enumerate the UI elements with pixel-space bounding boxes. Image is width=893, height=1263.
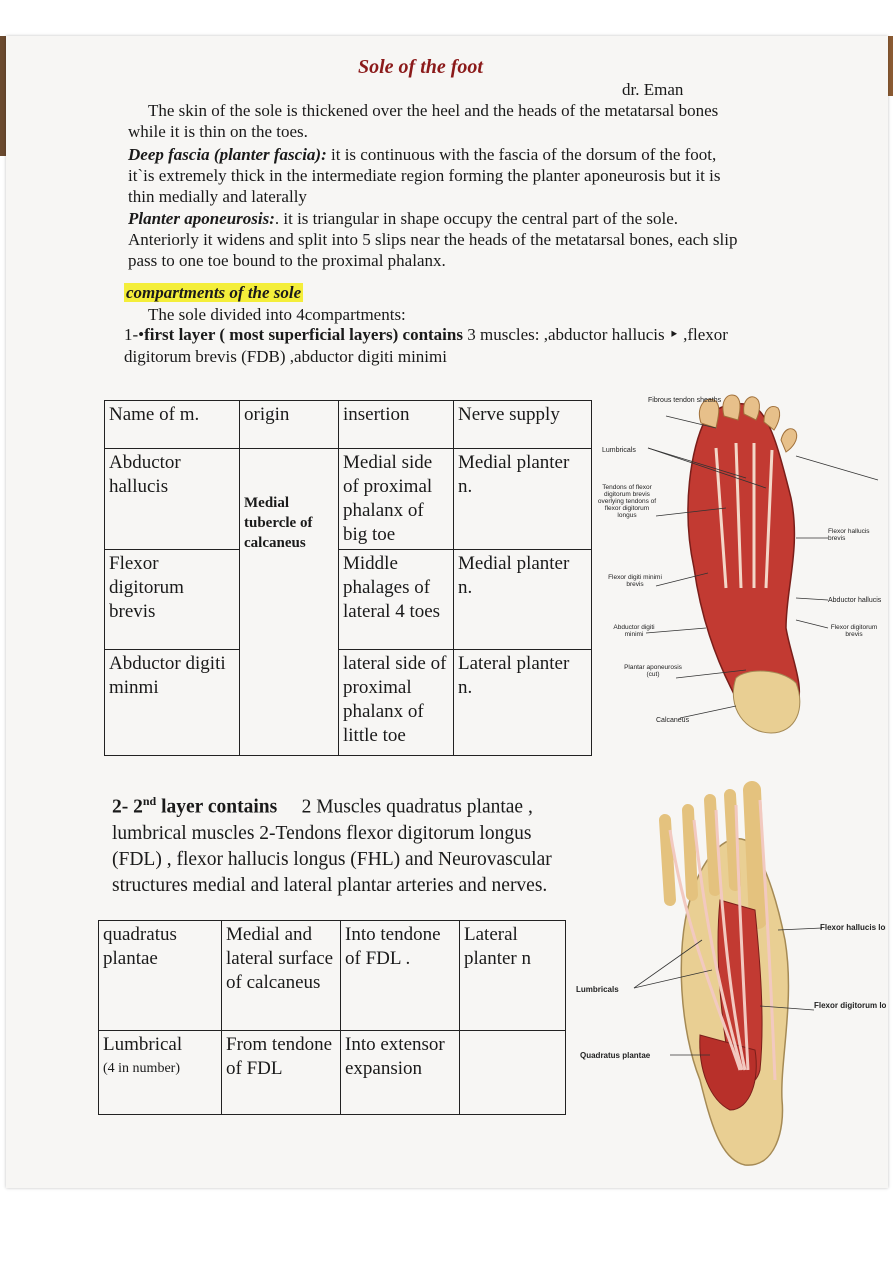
label-lumbricals: Lumbricals [602,447,636,454]
label-fdl: Flexor digitorum longus [814,1001,886,1010]
origin-cell: Medial and lateral surface of calcaneus [221,920,341,1031]
aponeurosis-text: . it is triangular in shape occupy the c… [128,209,738,270]
nerve-cell [459,1030,566,1115]
layer2-sup: nd [142,794,157,808]
header-name: Name of m. [104,400,240,449]
first-layer-table: Name of m. origin insertion Nerve supply… [104,400,592,756]
muscle-name: Flexor digitorum brevis [104,549,240,650]
first-layer-figure: Fibrous tendon sheaths Lumbricals Tendon… [597,394,882,734]
label-fdmb-box: Flexor digiti minimi brevis [608,574,662,588]
label-fdb-tendons-box: Tendons of flexor digitorum brevis overl… [597,484,657,519]
origin-cell: From tendone of FDL [221,1030,341,1115]
aponeurosis-term: Planter aponeurosis: [128,209,275,228]
layer1-text: 3 muscles: ,abductor hallucis ‣ ,flexor … [124,325,728,366]
label-fdb: Flexor digitorum brevis [830,624,878,638]
label-fdb-box: Flexor digitorum brevis [830,624,878,638]
layer2-bold: layer contains [156,796,278,818]
label-fdb-tendons: Tendons of flexor digitorum brevis overl… [597,484,657,519]
origin-cell: Medial tubercle of calcaneus [239,448,339,756]
muscle-count-note: (4 in number) [103,1061,180,1076]
label-adm: Abductor digiti minimi [613,624,655,638]
label-fhb: Flexor hallucis brevis [828,528,870,542]
intro-paragraph: The skin of the sole is thickened over t… [128,101,719,141]
foot-muscle-illustration [687,394,801,734]
label-fhb-box: Flexor hallucis brevis [828,528,870,542]
nerve-cell: Medial planter n. [453,549,592,650]
deep-fascia-paragraph: Deep fascia (planter fascia): it is cont… [128,144,740,207]
header-insertion: insertion [338,400,454,449]
label-aponeurosis-box: Plantar aponeurosis (cut) [624,664,682,678]
compartments-intro: The sole divided into 4compartments: [148,305,406,324]
label-fhl-text: Flexor hallucis longus [820,923,886,932]
header-nerve: Nerve supply [453,400,592,449]
insertion-cell: Into tendone of FDL . [340,920,460,1031]
page-title: Sole of the foot [358,56,483,78]
insertion-cell: lateral side of proximal phalanx of litt… [338,649,454,756]
nerve-cell: Lateral planter n. [453,649,592,756]
layer1-bold: first layer ( most superficial layers) c… [144,325,463,344]
muscle-name: Lumbrical [103,1034,183,1055]
foot-skeleton-illustration [659,781,790,1166]
label-aponeurosis: Plantar aponeurosis (cut) [624,664,682,678]
muscle-name: quadratus plantae [98,920,222,1031]
highlighted-heading: compartments of the sole [124,283,304,302]
label-fdmb: Flexor digiti minimi brevis [608,574,662,588]
header-origin: origin [239,400,339,449]
muscle-name-cell: Lumbrical (4 in number) [98,1030,222,1115]
label-fibrous-sheaths: Fibrous tendon sheaths [648,397,722,404]
deep-fascia-term: Deep fascia (planter fascia): [128,145,327,164]
page-edge-right [888,36,893,96]
page-edge-left [0,36,6,156]
insertion-cell: Medial side of proximal phalanx of big t… [338,448,454,550]
label-quadratus-plantae: Quadratus plantae [580,1051,651,1060]
second-layer-figure: Flexor hallucis longus Lumbricals Flexor… [576,781,886,1166]
label-fhl: Flexor hallucis longus [820,923,886,932]
figure1-leader-lines [645,415,879,719]
layer2-text: 2 Muscles quadratus plantae , lumbrical … [112,796,557,896]
muscle-name: Abductor digiti minmi [104,649,240,756]
author: dr. Eman [622,80,684,99]
layer1-prefix: 1-• [124,325,145,344]
compartments-heading: compartments of the sole [124,283,304,303]
layer2-paragraph: 2- 2nd layer contains 2 Muscles quadratu… [112,788,552,899]
label-lumbricals-2: Lumbricals [576,985,619,994]
label-adm-box: Abductor digiti minimi [613,624,655,638]
nerve-cell: Medial planter n. [453,448,592,550]
label-calcaneus: Calcaneus [656,717,690,724]
common-origin: Medial tubercle of calcaneus [244,495,313,551]
aponeurosis-paragraph: Planter aponeurosis:. it is triangular i… [128,208,740,271]
insertion-cell: Into extensor expansion [340,1030,460,1115]
deep-fascia-text: it is continuous with the fascia of the … [128,145,721,206]
muscle-name: Abductor hallucis [104,448,240,550]
nerve-cell: Lateral planter n [459,920,566,1031]
layer2-prefix: 2- 2 [112,796,143,818]
insertion-cell: Middle phalages of lateral 4 toes [338,549,454,650]
second-layer-table: quadratus plantae Medial and lateral sur… [98,920,566,1115]
layer1-paragraph: 1-•first layer ( most superficial layers… [124,324,734,368]
figure2-leader-lines [633,927,823,1056]
label-abductor-hallucis: Abductor hallucis [828,597,882,604]
